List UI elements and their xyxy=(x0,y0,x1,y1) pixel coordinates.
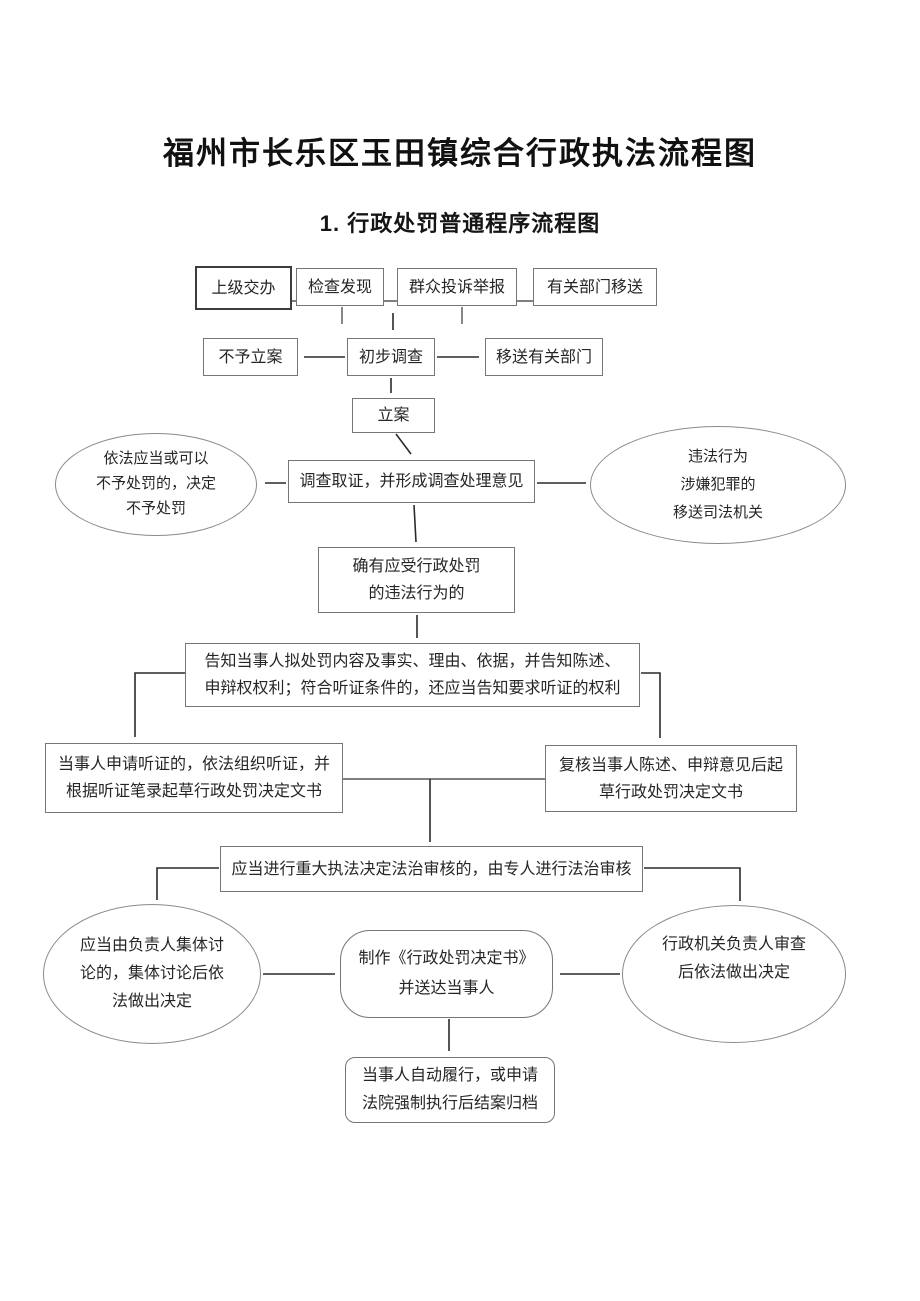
node-legal-review: 应当进行重大执法决定法治审核的，由专人进行法治审核 xyxy=(220,846,643,892)
node-review-line-1: 复核当事人陈述、申辩意见后起 xyxy=(558,756,783,774)
edge-inform-to-review xyxy=(641,672,661,738)
page-title: 福州市长乐区玉田镇综合行政执法流程图 xyxy=(163,136,757,171)
node-source-complaint: 群众投诉举报 xyxy=(397,268,517,306)
node-confirmed-violation: 确有应受行政处罚 的违法行为的 xyxy=(318,547,515,613)
node-collective-line-2: 论的，集体讨论后依 xyxy=(79,965,224,982)
node-review-line-2: 草行政处罚决定文书 xyxy=(598,783,743,801)
node-no-filing: 不予立案 xyxy=(203,338,298,376)
node-case-closure: 当事人自动履行，或申请 法院强制执行后结案归档 xyxy=(345,1057,555,1123)
edge-legal-review-to-leader xyxy=(644,867,741,901)
node-hearing-line-1: 当事人申请听证的，依法组织听证，并 xyxy=(57,756,330,773)
edge-evidence-to-confirmed xyxy=(413,504,417,543)
node-closure-line-2: 法院强制执行后结案归档 xyxy=(361,1095,538,1112)
edge-legal-review-to-collective xyxy=(156,867,219,900)
node-review-statement: 复核当事人陈述、申辩意见后起 草行政处罚决定文书 xyxy=(545,745,797,812)
node-no-penalty-decision: 依法应当或可以 不予处罚的，决定 不予处罚 xyxy=(55,433,257,536)
section-title: 1. 行政处罚普通程序流程图 xyxy=(319,211,601,236)
node-preliminary-investigation: 初步调查 xyxy=(347,338,435,376)
node-judicial-transfer: 违法行为 涉嫌犯罪的 移送司法机关 xyxy=(590,426,846,544)
node-leader-review: 行政机关负责人审查 后依法做出决定 xyxy=(622,905,846,1043)
node-closure-line-1: 当事人自动履行，或申请 xyxy=(361,1067,538,1084)
node-confirmed-line-1: 确有应受行政处罚 xyxy=(352,558,481,575)
node-make-doc-line-1: 制作《行政处罚决定书》 xyxy=(358,950,535,967)
node-collective-line-3: 法做出决定 xyxy=(111,993,192,1010)
node-transfer-out: 移送有关部门 xyxy=(485,338,603,376)
node-leader-line-1: 行政机关负责人审查 xyxy=(661,936,806,953)
node-hearing-line-2: 根据听证笔录起草行政处罚决定文书 xyxy=(65,783,322,800)
node-no-penalty-line-3: 不予处罚 xyxy=(125,501,186,517)
node-inform-line-1: 告知当事人拟处罚内容及事实、理由、依据，并告知陈述、 xyxy=(204,653,621,670)
node-judicial-line-2: 涉嫌犯罪的 xyxy=(680,477,756,493)
edge-inform-to-hearing xyxy=(134,672,185,737)
node-no-penalty-line-1: 依法应当或可以 xyxy=(103,451,209,467)
node-collective-line-1: 应当由负责人集体讨 xyxy=(79,937,224,954)
node-make-decision-doc: 制作《行政处罚决定书》 并送达当事人 xyxy=(340,930,553,1018)
edge-filing-to-evidence xyxy=(395,433,412,455)
node-leader-line-2: 后依法做出决定 xyxy=(677,964,790,981)
node-evidence-collection: 调查取证，并形成调查处理意见 xyxy=(288,460,535,503)
node-case-filing: 立案 xyxy=(352,398,435,433)
node-collective-discussion: 应当由负责人集体讨 论的，集体讨论后依 法做出决定 xyxy=(43,904,261,1044)
node-source-inspection: 检查发现 xyxy=(296,268,384,306)
node-source-superior: 上级交办 xyxy=(195,266,292,310)
node-confirmed-line-2: 的违法行为的 xyxy=(368,585,465,602)
node-judicial-line-1: 违法行为 xyxy=(687,449,748,465)
node-inform-line-2: 申辩权权利；符合听证条件的，还应当告知要求听证的权利 xyxy=(204,680,621,697)
node-no-penalty-line-2: 不予处罚的，决定 xyxy=(95,476,216,492)
node-hearing: 当事人申请听证的，依法组织听证，并 根据听证笔录起草行政处罚决定文书 xyxy=(45,743,343,813)
node-inform-parties: 告知当事人拟处罚内容及事实、理由、依据，并告知陈述、 申辩权权利；符合听证条件的… xyxy=(185,643,640,707)
node-judicial-line-3: 移送司法机关 xyxy=(672,505,763,521)
node-make-doc-line-2: 并送达当事人 xyxy=(398,980,495,997)
node-source-dept-transfer: 有关部门移送 xyxy=(533,268,657,306)
